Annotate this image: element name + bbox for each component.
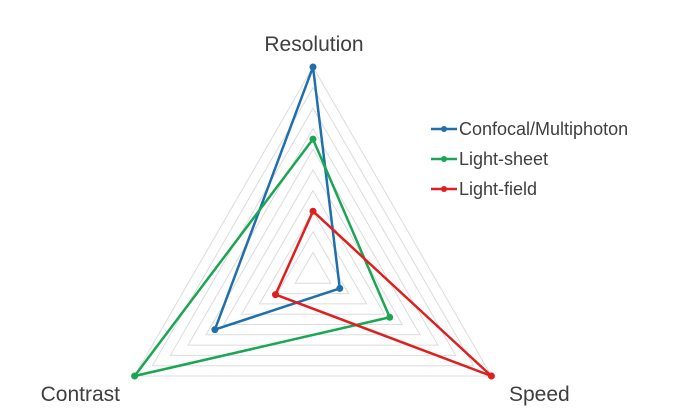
legend-item-light-field: Light-field (431, 179, 537, 199)
grid-ring-9 (151, 86, 475, 367)
grid-ring-7 (187, 127, 439, 346)
data-point-0-1 (336, 284, 344, 292)
series-line-1 (133, 137, 391, 378)
legend-marker-light-sheet (441, 156, 447, 162)
grid-ring-1 (294, 251, 332, 284)
data-point-2-0 (309, 207, 317, 215)
legend-label-light-sheet: Light-sheet (459, 149, 548, 169)
legend-marker-confocal (441, 126, 447, 132)
data-point-0-2 (211, 326, 219, 334)
data-point-1-2 (131, 372, 139, 380)
legend-marker-light-field (441, 186, 447, 192)
axis-label-resolution: Resolution (264, 33, 363, 56)
axis-label-speed: Speed (509, 383, 570, 406)
legend-item-confocal: Confocal/Multiphoton (431, 119, 628, 139)
legend-label-confocal: Confocal/Multiphoton (459, 119, 628, 139)
series-line-2 (274, 209, 493, 378)
grid-ring-10 (133, 65, 493, 377)
data-point-2-1 (487, 372, 495, 380)
data-point-1-1 (386, 313, 394, 321)
legend-item-light-sheet: Light-sheet (431, 149, 548, 169)
grid-ring-4 (240, 189, 386, 315)
legend-label-light-field: Light-field (459, 179, 537, 199)
grid-ring-2 (276, 230, 350, 295)
grid-ring-5 (222, 168, 404, 325)
grid-ring-3 (258, 210, 368, 305)
data-point-2-2 (272, 291, 279, 299)
data-point-0-0 (309, 63, 317, 71)
grid-ring-6 (205, 148, 421, 336)
series-line-0 (213, 65, 342, 331)
radar-grid (133, 65, 493, 377)
radar-series (131, 63, 495, 380)
legend: Confocal/Multiphoton Light-sheet Light-f… (431, 119, 628, 199)
axis-label-contrast: Contrast (41, 383, 121, 406)
data-point-1-0 (309, 135, 317, 143)
